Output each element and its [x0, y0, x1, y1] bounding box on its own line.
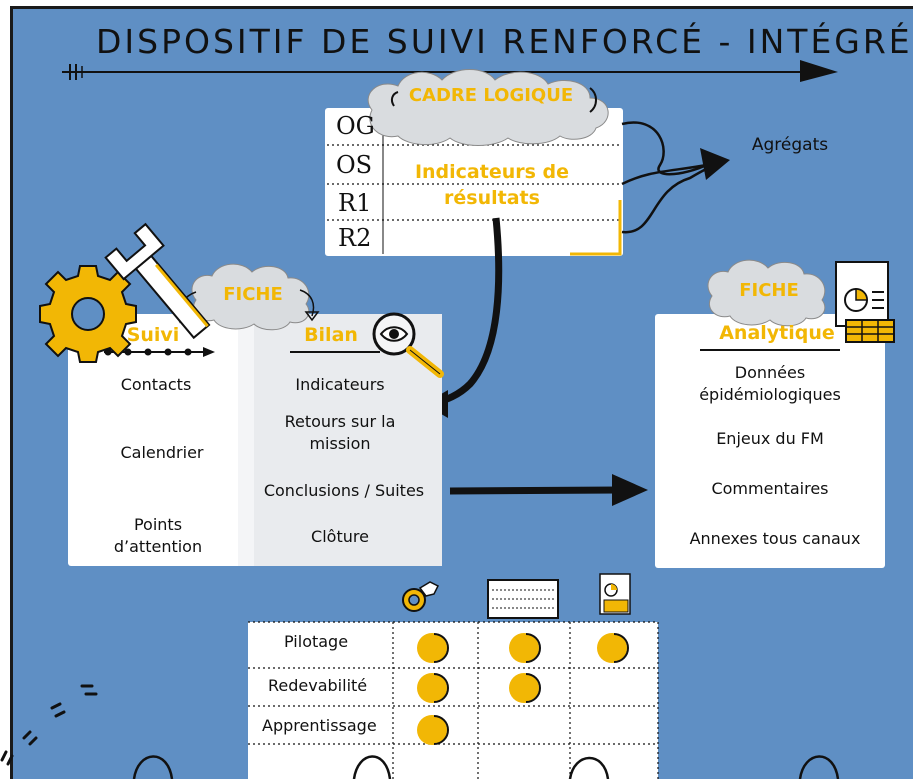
fiche-right-cloud	[707, 259, 826, 327]
table-column-icon	[487, 579, 559, 619]
redevabilite-row-label: Redevabilité	[268, 676, 368, 695]
conclusions-item: Conclusions / Suites	[263, 481, 425, 500]
bilan-header: Bilan	[304, 324, 358, 346]
gear-column-icon	[402, 581, 440, 612]
fiche-left-label: FICHE	[223, 284, 283, 305]
pilotage-row-label: Pilotage	[284, 632, 349, 651]
gear-wrench-icon	[39, 222, 211, 363]
matrix-marks	[417, 633, 629, 745]
row-os: OS	[336, 151, 373, 179]
points-item-line2: d’attention	[113, 537, 203, 556]
matrix-mark-r1-c1	[417, 633, 449, 663]
indicateurs-resultats-line2: résultats	[444, 187, 540, 209]
contacts-item: Contacts	[120, 375, 192, 394]
donnees-item-line1: Données	[734, 363, 806, 382]
fiche-left-cloud	[174, 263, 320, 331]
calendrier-item: Calendrier	[120, 443, 204, 462]
matrix-mark-r2-c1	[417, 673, 449, 703]
matrix-mark-r1-c2	[509, 633, 541, 663]
annexes-item: Annexes tous canaux	[689, 529, 861, 548]
indicateurs-item: Indicateurs	[295, 375, 385, 394]
suivi-header: Suivi	[126, 324, 180, 346]
enjeux-item: Enjeux du FM	[716, 429, 824, 448]
indicateurs-resultats-line1: Indicateurs de	[414, 161, 570, 183]
fiche-right-label: FICHE	[739, 280, 799, 301]
analytique-header: Analytique	[719, 322, 835, 344]
right-arrow	[449, 474, 648, 506]
commentaires-item: Commentaires	[711, 479, 829, 498]
cadre-logique-label: CADRE LOGIQUE	[408, 85, 574, 106]
donnees-item-line2: épidémiologiques	[699, 385, 841, 404]
fiche-analytique-card	[655, 314, 885, 568]
apprentissage-row-label: Apprentissage	[262, 716, 377, 735]
magnifier-icon	[372, 312, 444, 378]
footprint-decoration	[0, 684, 98, 766]
retours-item-line2: mission	[309, 434, 371, 453]
row-r2: R2	[338, 224, 372, 252]
row-r1: R1	[338, 189, 372, 217]
matrix-mark-r1-c3	[597, 633, 629, 663]
matrix-table	[248, 621, 659, 779]
matrix-mark-r3-c1	[417, 715, 449, 745]
cloture-item: Clôture	[311, 527, 369, 546]
retours-item-line1: Retours sur la	[284, 412, 396, 431]
diagram-title: DISPOSITIF DE SUIVI RENFORCÉ - INTÉGRÉ	[96, 22, 913, 61]
report-column-icon	[599, 573, 631, 615]
row-og: OG	[336, 112, 375, 140]
agregats-label: Agrégats	[751, 135, 829, 155]
fiche-suivi-bilan-card	[68, 314, 442, 566]
cadre-logique-cloud	[367, 69, 609, 146]
timeline-arrow	[62, 60, 838, 82]
points-item-line1: Points	[133, 515, 183, 534]
matrix-mark-r2-c2	[509, 673, 541, 703]
bottom-arcs-decoration	[132, 755, 840, 779]
report-document-icon	[835, 261, 895, 343]
agregats-connectors	[621, 121, 730, 234]
